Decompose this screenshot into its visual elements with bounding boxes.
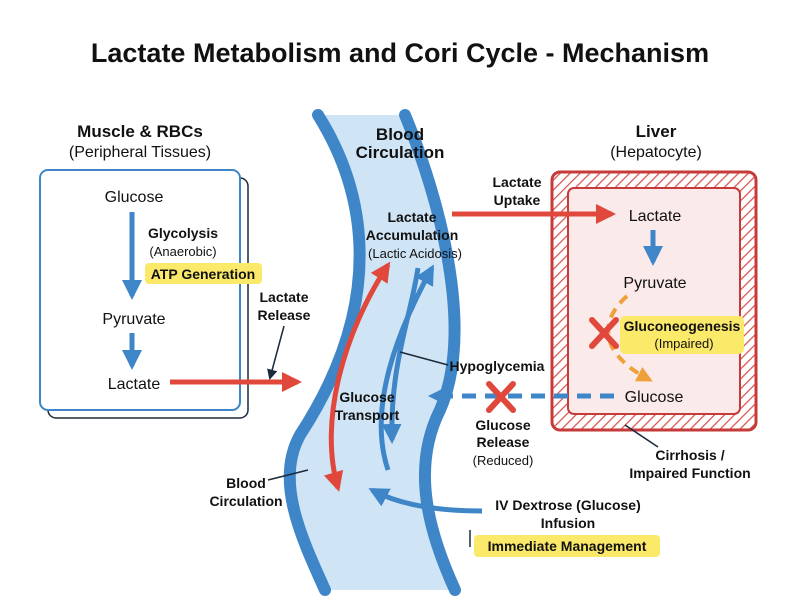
hypoglycemia-label: Hypoglycemia bbox=[450, 358, 545, 374]
management-highlight bbox=[474, 535, 660, 557]
muscle-glucose-node: Glucose bbox=[105, 189, 164, 206]
muscle-box bbox=[39, 169, 241, 411]
blood-vessel bbox=[283, 109, 461, 596]
atp-generation-label: ATP Generation bbox=[151, 266, 256, 282]
blood-bottom-pointer bbox=[267, 469, 309, 481]
lactate-accumulation-line1: Lactate bbox=[387, 209, 436, 225]
lactate-uptake-line2: Uptake bbox=[494, 192, 541, 208]
glucose-release-note: (Reduced) bbox=[473, 453, 534, 468]
blood-red-flow-arrow bbox=[323, 261, 391, 492]
glucose-transport-line2: Transport bbox=[335, 407, 400, 423]
liver-glucose-node: Glucose bbox=[625, 389, 684, 406]
iv-dextrose-line1: IV Dextrose (Glucose) bbox=[495, 497, 641, 513]
blood-blue-up-arrow bbox=[378, 264, 435, 471]
iv-dextrose-line2: Infusion bbox=[541, 515, 595, 531]
cirrhosis-pointer bbox=[624, 424, 659, 448]
lactic-acidosis-note: (Lactic Acidosis) bbox=[368, 246, 462, 261]
muscle-pyruvate-node: Pyruvate bbox=[102, 311, 165, 328]
lactate-release-pointer bbox=[267, 325, 285, 381]
gluconeogenesis-label: Gluconeogenesis bbox=[624, 318, 741, 334]
glycolysis-note: (Anaerobic) bbox=[149, 244, 216, 259]
liver-panel bbox=[550, 170, 758, 432]
atp-highlight bbox=[145, 263, 262, 284]
glucose-release-line2: Release bbox=[477, 434, 530, 450]
blood-bottom-label-line1: Blood bbox=[226, 475, 266, 491]
glucose-transport-line1: Glucose bbox=[339, 389, 394, 405]
glucose-release-line1: Glucose bbox=[475, 417, 530, 433]
blood-title-line2: Circulation bbox=[356, 143, 445, 162]
muscle-title: Muscle & RBCs bbox=[77, 122, 203, 141]
blood-title-line1: Blood bbox=[376, 125, 424, 144]
iv-dextrose-arrow bbox=[368, 487, 483, 514]
liver-lactate-node: Lactate bbox=[629, 208, 682, 225]
muscle-lactate-node: Lactate bbox=[108, 376, 161, 393]
gluconeogenesis-note: (Impaired) bbox=[654, 336, 713, 351]
gluconeogenesis-highlight bbox=[620, 316, 744, 354]
vessel-wall-left bbox=[283, 109, 366, 596]
blood-blue-down-arrow bbox=[381, 267, 421, 444]
cirrhosis-line1: Cirrhosis / bbox=[655, 447, 724, 463]
gluconeogenesis-dashed-arrow bbox=[606, 294, 653, 382]
glucose-release-block-icon bbox=[486, 381, 516, 413]
lactate-accumulation-line2: Accumulation bbox=[366, 227, 459, 243]
liver-subtitle: (Hepatocyte) bbox=[610, 144, 702, 161]
diagram-title: Lactate Metabolism and Cori Cycle - Mech… bbox=[91, 38, 709, 68]
cirrhosis-line2: Impaired Function bbox=[629, 465, 750, 481]
immediate-management-label: Immediate Management bbox=[488, 538, 647, 554]
glycolysis-label: Glycolysis bbox=[148, 225, 218, 241]
blood-bottom-label-line2: Circulation bbox=[209, 493, 282, 509]
muscle-subtitle: (Peripheral Tissues) bbox=[69, 144, 211, 161]
liver-inner-box bbox=[567, 187, 741, 415]
lactate-release-line1: Lactate bbox=[259, 289, 308, 305]
lactate-release-line2: Release bbox=[258, 307, 311, 323]
liver-pyruvate-node: Pyruvate bbox=[623, 275, 686, 292]
gluconeogenesis-block-icon bbox=[589, 317, 619, 349]
lactate-uptake-line1: Lactate bbox=[492, 174, 541, 190]
liver-title: Liver bbox=[636, 122, 677, 141]
hypoglycemia-pointer bbox=[399, 351, 449, 366]
